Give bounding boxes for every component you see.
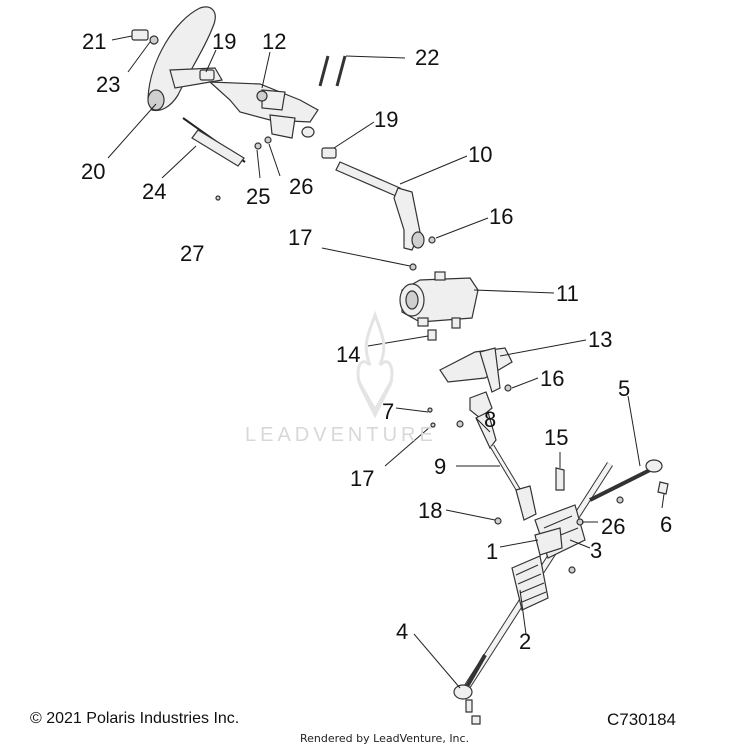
callout-3: 3 (590, 538, 602, 563)
tie-rod-right (589, 459, 663, 502)
leadventure-logo-watermark (356, 310, 394, 419)
steering-wheel (147, 6, 223, 112)
rendered-by-text: Rendered by LeadVenture, Inc. (300, 732, 470, 745)
gas-strut (182, 117, 246, 167)
eps-unit (399, 271, 479, 329)
part-21-cap (131, 29, 149, 41)
callout-1: 1 (486, 539, 498, 564)
bolt-15 (555, 467, 565, 491)
column-bracket (208, 81, 319, 139)
callout-8: 8 (484, 407, 496, 432)
bolt-16-top (428, 236, 436, 244)
nut-18 (494, 517, 502, 525)
callout-18: 18 (418, 498, 442, 523)
part-26-nut (264, 136, 272, 144)
part-23-nut (149, 35, 159, 45)
bolts-22 (318, 55, 347, 87)
callout-6: 6 (660, 512, 672, 537)
callout-12: 12 (262, 29, 286, 54)
bolt-16-mid (504, 384, 512, 392)
spacer-19-top (199, 69, 215, 81)
callout-16-mid: 16 (540, 366, 564, 391)
fastener (456, 420, 464, 428)
callout-20: 20 (81, 159, 105, 184)
callout-11: 11 (556, 281, 579, 306)
nut-17-low (430, 422, 436, 428)
steering-rack (462, 462, 613, 692)
tie-rod-left (453, 654, 487, 713)
nut-17-top (409, 263, 417, 271)
callout-14: 14 (336, 342, 360, 367)
callout-23: 23 (96, 72, 120, 97)
grease-fitting (616, 496, 624, 504)
callout-7: 7 (382, 399, 394, 424)
callout-13: 13 (588, 327, 612, 352)
lower-shaft (475, 411, 537, 521)
mount-bracket-13 (439, 347, 513, 393)
callout-24: 24 (142, 179, 166, 204)
castle-nut-left (471, 715, 481, 725)
callout-labels: 21 23 19 12 22 20 19 24 25 26 10 16 17 2… (81, 29, 672, 654)
callout-21: 21 (82, 29, 106, 54)
bushing (301, 126, 315, 138)
callout-17-low: 17 (350, 466, 374, 491)
callout-2: 2 (519, 629, 531, 654)
washer (568, 566, 576, 574)
callout-5: 5 (618, 376, 630, 401)
watermark-text: LEADVENTURE (245, 424, 437, 446)
callout-17-top: 17 (288, 225, 312, 250)
callout-10: 10 (468, 142, 492, 167)
callout-25: 25 (246, 184, 270, 209)
callout-26-right: 26 (601, 514, 625, 539)
bolt-7 (427, 407, 433, 413)
upper-shaft (335, 161, 425, 251)
part-25-bolt (254, 142, 262, 150)
callout-19-right: 19 (374, 107, 398, 132)
callout-26-top: 26 (289, 174, 313, 199)
callout-15: 15 (544, 425, 568, 450)
diagram-code: C730184 (607, 710, 677, 729)
callout-27: 27 (180, 241, 204, 266)
callout-19-top: 19 (212, 29, 236, 54)
bolt-14 (427, 329, 437, 341)
nut-6 (657, 481, 669, 495)
copyright-text: © 2021 Polaris Industries Inc. (30, 710, 240, 727)
callout-9: 9 (434, 454, 446, 479)
pinion-housing (534, 527, 563, 556)
part-27-screw (215, 195, 221, 201)
callout-4: 4 (396, 619, 408, 644)
callout-22: 22 (415, 45, 439, 70)
spacer-19-right (321, 147, 337, 159)
leader-lines (107, 35, 665, 689)
callout-16-top: 16 (489, 204, 513, 229)
